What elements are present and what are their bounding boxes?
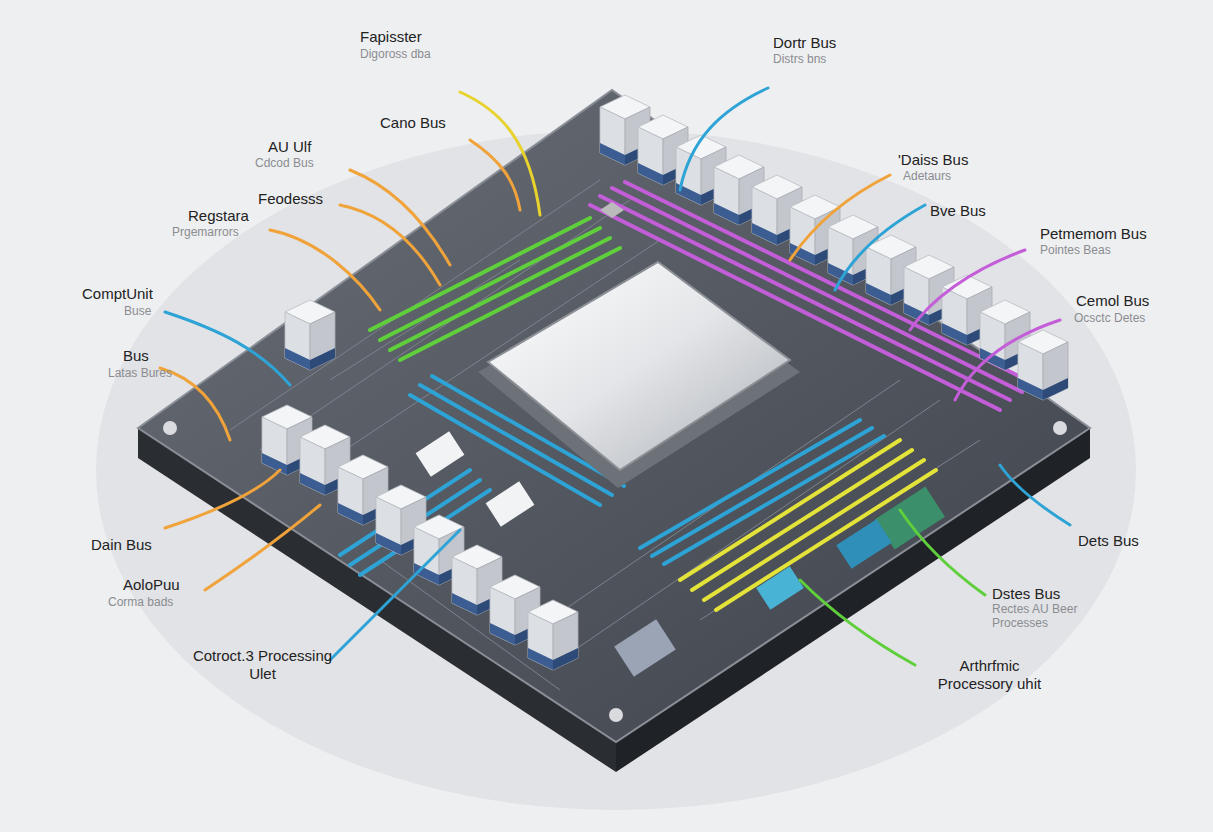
callout-label: Dstes Bus: [992, 585, 1102, 603]
callout-label: AoloPuu: [123, 576, 213, 594]
callout-label: Rectes AU Beer: [992, 602, 1132, 616]
chip-heatspreader: [488, 262, 790, 470]
callout-label: Cdcod Bus: [255, 156, 355, 170]
chip-module: [756, 566, 804, 610]
leader: [800, 580, 915, 665]
cube-row: [262, 95, 1068, 670]
memory-block: [1018, 330, 1068, 400]
leader: [270, 230, 380, 310]
callout-label: Pointes Beas: [1040, 243, 1160, 257]
memory-block: [528, 600, 578, 670]
chip-module: [486, 481, 535, 526]
circuit-trace: [230, 180, 980, 690]
chip-module: [416, 431, 465, 476]
callout-label: Ocsctc Detes: [1074, 311, 1194, 325]
wire: [680, 440, 936, 610]
callout-label: Regstara: [188, 207, 278, 225]
leader: [835, 205, 925, 290]
leader: [330, 530, 460, 660]
leader: [910, 250, 1025, 330]
leader: [790, 175, 890, 260]
callout-label: Cemol Bus: [1076, 292, 1196, 310]
chip-module: [614, 619, 676, 676]
leader: [165, 312, 290, 385]
leader: [955, 320, 1060, 400]
leader: [1000, 465, 1070, 525]
pin: [600, 202, 624, 218]
leader: [350, 170, 450, 265]
callout-label: ComptUnit: [82, 285, 182, 303]
callout-label: Petmemom Bus: [1040, 225, 1180, 243]
callout-label: Buse: [124, 304, 184, 318]
leader: [900, 510, 985, 595]
leader: [470, 140, 520, 210]
memory-block: [285, 300, 335, 370]
board-top: [138, 90, 1090, 742]
leader: [340, 205, 440, 285]
callout-label: Distrs bns: [773, 52, 883, 66]
callout-label: Arthrfmic Processory uhit: [922, 657, 1057, 693]
callout-label: Bus: [123, 347, 183, 365]
mount-hole: [609, 708, 623, 722]
callout-label: Prgemarrors: [172, 225, 272, 239]
callout-label: Adetaurs: [903, 169, 1003, 183]
callout-label: Bve Bus: [930, 202, 1030, 220]
callout-label: Fapisster: [360, 28, 470, 46]
callout-label: Processes: [992, 616, 1102, 630]
callout-label: AU Ulf: [268, 138, 358, 156]
leader: [205, 505, 320, 590]
mount-hole: [1053, 421, 1067, 435]
callout-label: Dain Bus: [91, 536, 191, 554]
callout-label: Feodesss: [258, 190, 358, 208]
leader: [460, 92, 540, 215]
callout-label: Cano Bus: [380, 114, 490, 132]
mount-hole: [163, 421, 177, 435]
callout-label: Digoross dba: [360, 47, 470, 61]
callout-label: 'Daiss Bus: [898, 151, 1008, 169]
callout-label: Cotroct.3 Processing Ulet: [190, 647, 335, 683]
callout-label: Latas Bures: [108, 366, 188, 380]
leader: [165, 470, 280, 528]
leader: [680, 88, 768, 190]
callout-label: Dets Bus: [1078, 532, 1188, 550]
leader-lines: [160, 88, 1070, 665]
callout-label: Corma bads: [108, 595, 198, 609]
callout-label: Dortr Bus: [773, 34, 883, 52]
